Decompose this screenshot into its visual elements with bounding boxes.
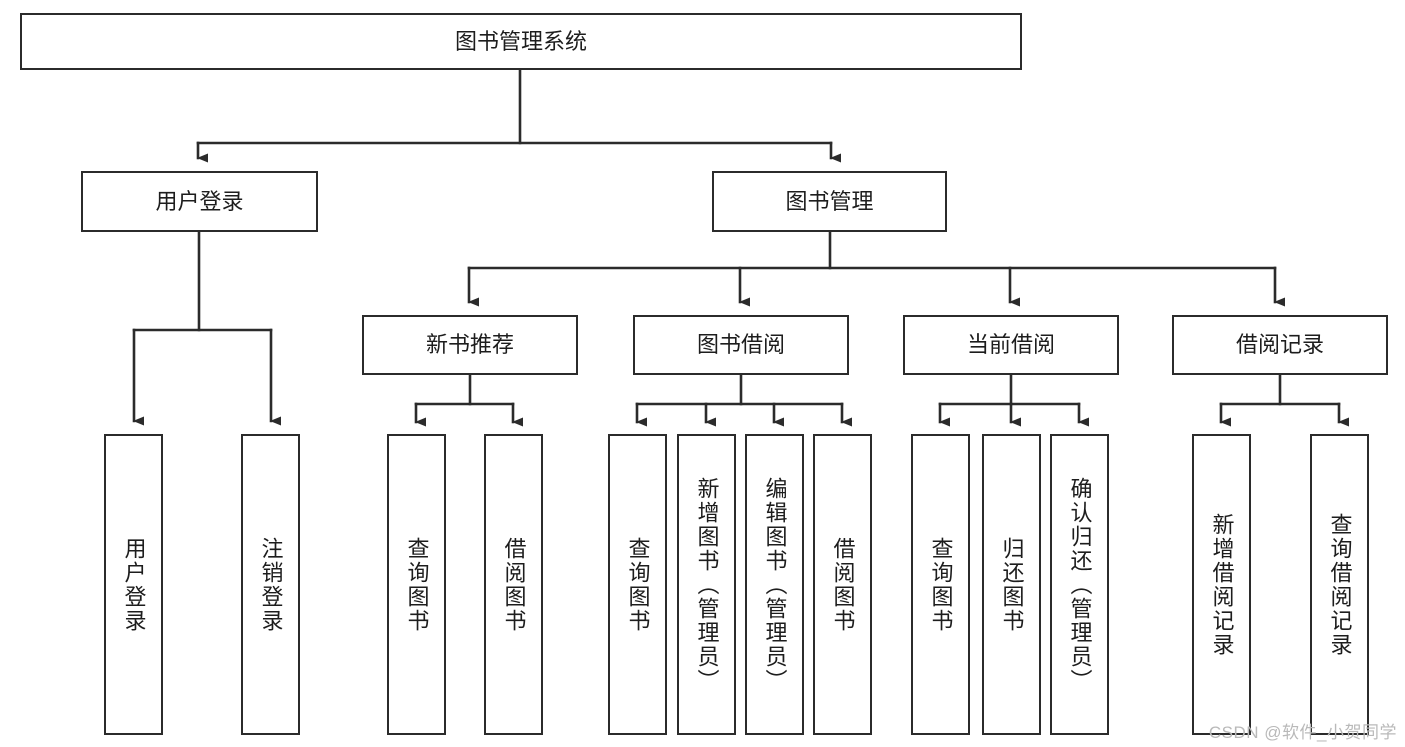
node-leaf-return-books[interactable]: 归还图书 (982, 434, 1041, 735)
node-label: 查询图书 (928, 536, 954, 633)
node-label: 查询图书 (625, 536, 651, 633)
node-label: 归还图书 (999, 536, 1025, 633)
node-label: 当前借阅 (966, 332, 1055, 358)
node-current-borrowing[interactable]: 当前借阅 (903, 315, 1119, 375)
node-label: 编辑图书（管理员） (762, 476, 788, 693)
node-leaf-query-books-borrowing[interactable]: 查询图书 (608, 434, 667, 735)
node-leaf-edit-book-admin[interactable]: 编辑图书（管理员） (745, 434, 804, 735)
node-borrowing-records[interactable]: 借阅记录 (1172, 315, 1388, 375)
csdn-watermark: CSDN @软件_小贺同学 (1208, 723, 1397, 742)
node-label: 确认归还（管理员） (1067, 476, 1093, 693)
node-label: 借阅图书 (830, 536, 856, 633)
node-book-management[interactable]: 图书管理 (712, 171, 947, 232)
node-root-book-management-system[interactable]: 图书管理系统 (20, 13, 1022, 70)
node-label: 用户登录 (121, 536, 147, 633)
node-leaf-add-book-admin[interactable]: 新增图书（管理员） (677, 434, 736, 735)
node-label: 新增借阅记录 (1209, 512, 1235, 657)
node-leaf-confirm-return-admin[interactable]: 确认归还（管理员） (1050, 434, 1109, 735)
node-leaf-borrow-books-borrowing[interactable]: 借阅图书 (813, 434, 872, 735)
node-label: 查询图书 (404, 536, 430, 633)
node-label: 图书管理系统 (454, 28, 587, 54)
node-leaf-user-login[interactable]: 用户登录 (104, 434, 163, 735)
node-label: 查询借阅记录 (1327, 512, 1353, 657)
node-label: 新增图书（管理员） (694, 476, 720, 693)
node-label: 图书借阅 (696, 332, 785, 358)
node-label: 借阅记录 (1235, 332, 1324, 358)
node-label: 新书推荐 (425, 332, 514, 358)
node-leaf-logout[interactable]: 注销登录 (241, 434, 300, 735)
node-user-login[interactable]: 用户登录 (81, 171, 318, 232)
node-label: 注销登录 (258, 536, 284, 633)
node-new-book-recommendation[interactable]: 新书推荐 (362, 315, 578, 375)
node-label: 图书管理 (785, 188, 874, 214)
node-label: 用户登录 (155, 188, 244, 214)
node-leaf-borrow-books-newbook[interactable]: 借阅图书 (484, 434, 543, 735)
node-leaf-add-borrow-record[interactable]: 新增借阅记录 (1192, 434, 1251, 735)
node-leaf-query-borrow-record[interactable]: 查询借阅记录 (1310, 434, 1369, 735)
node-leaf-query-books-current[interactable]: 查询图书 (911, 434, 970, 735)
node-label: 借阅图书 (501, 536, 527, 633)
node-leaf-query-books-newbook[interactable]: 查询图书 (387, 434, 446, 735)
node-book-borrowing[interactable]: 图书借阅 (633, 315, 849, 375)
